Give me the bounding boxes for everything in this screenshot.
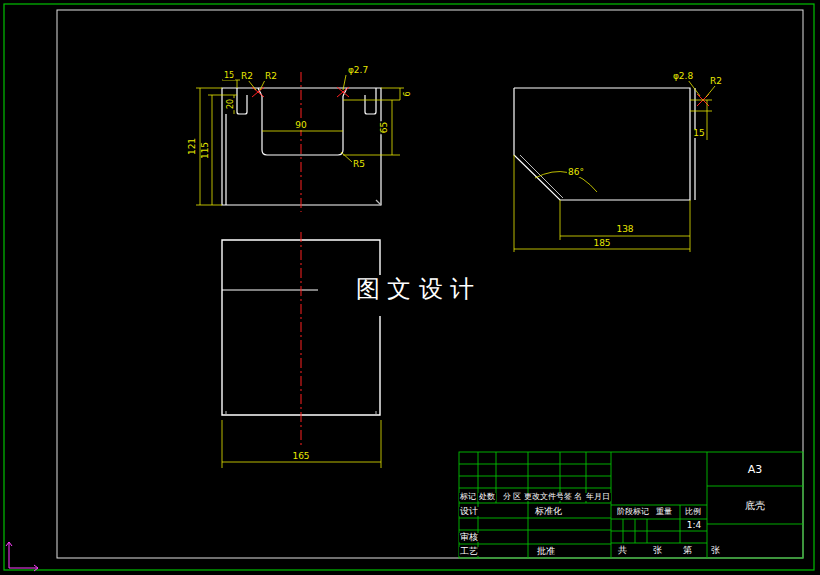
top-view-centreline <box>301 232 302 445</box>
drawing-stroke <box>248 80 265 90</box>
length-dimension: 138 <box>615 225 634 234</box>
drawing-stroke <box>694 88 695 200</box>
table-cell: 重量 <box>655 508 673 516</box>
drawing-stroke <box>514 88 690 200</box>
drawing-stroke <box>343 75 346 90</box>
drawing-stroke <box>535 172 597 192</box>
drawing-stroke <box>262 131 343 132</box>
hole-dimension: φ2.7 <box>347 66 369 75</box>
drawing-stroke <box>514 155 690 252</box>
table-cell: 审核 <box>459 533 479 542</box>
drawing-stroke <box>381 88 404 100</box>
drawing-stroke <box>478 452 586 558</box>
drawing-stroke <box>520 155 563 198</box>
length-dimension: 121 <box>189 136 198 155</box>
table-cell: 共 <box>617 546 628 555</box>
drawing-stroke <box>6 542 38 571</box>
front-view-centre-marks <box>252 72 349 212</box>
length-dimension: 65 <box>380 120 389 133</box>
length-dimension: 115 <box>202 140 211 159</box>
drawing-stroke <box>208 95 237 205</box>
drawing-stroke <box>611 505 707 543</box>
side-view-dimensions <box>514 80 715 252</box>
title-block-grid <box>459 452 803 558</box>
drawing-stroke <box>459 464 611 544</box>
drawing-stroke <box>514 236 690 249</box>
table-cell: 张 <box>710 546 721 555</box>
drawing-stroke <box>222 290 318 291</box>
drawing-stroke <box>196 88 222 205</box>
length-dimension: 165 <box>291 452 310 461</box>
radius-dimension: R2 <box>709 77 723 86</box>
radius-dimension: R5 <box>352 160 366 169</box>
length-dimension: 15 <box>223 72 235 80</box>
drawing-stroke <box>341 152 352 162</box>
watermark: 图 文 设 计 <box>350 275 481 303</box>
hole-dimension: φ2.8 <box>672 72 694 81</box>
table-cell: 设计 <box>459 507 479 516</box>
side-view <box>514 88 695 200</box>
drawing-stroke <box>237 88 247 114</box>
drawing-stroke <box>301 232 302 445</box>
radius-dimension: R2 <box>264 72 278 81</box>
table-cell: 工艺 <box>459 547 479 556</box>
drawing-stroke <box>225 114 226 205</box>
table-cell: 批准 <box>536 547 556 556</box>
drawing-stroke <box>252 87 264 97</box>
angle-dimension: 86° <box>567 168 585 177</box>
table-cell: 张 <box>652 546 663 555</box>
length-dimension: 185 <box>592 239 611 248</box>
drawing-stroke <box>4 4 814 570</box>
front-view-dimensions <box>196 75 404 205</box>
sheet-frame <box>4 4 814 571</box>
table-cell: 比例 <box>684 508 702 516</box>
drawing-stroke <box>301 72 302 212</box>
drawing-stroke <box>611 452 707 558</box>
table-header: 标记 <box>459 493 477 501</box>
drawing-stroke <box>222 420 381 468</box>
drawing-stroke <box>459 452 803 558</box>
top-view-dimensions <box>222 420 381 468</box>
drawing-stroke <box>222 80 247 88</box>
table-cell: 阶段标记 <box>616 508 650 516</box>
drawing-stroke <box>343 100 400 155</box>
drawing-stroke <box>376 200 381 205</box>
table-cell: 第 <box>682 546 693 555</box>
radius-dimension: R2 <box>240 72 254 81</box>
table-header: 签 名 <box>563 493 584 501</box>
drawing-stroke <box>262 96 343 155</box>
drawing-stroke <box>57 10 803 558</box>
table-header: 分 区 <box>502 493 523 501</box>
part-name: 底壳 <box>744 501 766 511</box>
table-header: 处数 <box>478 493 496 501</box>
length-dimension: 20 <box>227 98 235 110</box>
drawing-stroke <box>365 88 376 114</box>
length-dimension: 90 <box>294 121 307 130</box>
drawing-stroke <box>690 100 712 140</box>
drawing-stroke <box>258 88 347 96</box>
drawing-stroke <box>707 486 803 524</box>
scale-value: 1:4 <box>686 521 702 530</box>
table-cell: 标准化 <box>534 507 563 516</box>
paper-size: A3 <box>747 464 764 475</box>
length-dimension: 15 <box>692 129 705 138</box>
length-dimension: 6 <box>404 90 412 97</box>
table-header: 年月日 <box>585 493 611 501</box>
table-header: 更改文件号 <box>523 493 565 501</box>
